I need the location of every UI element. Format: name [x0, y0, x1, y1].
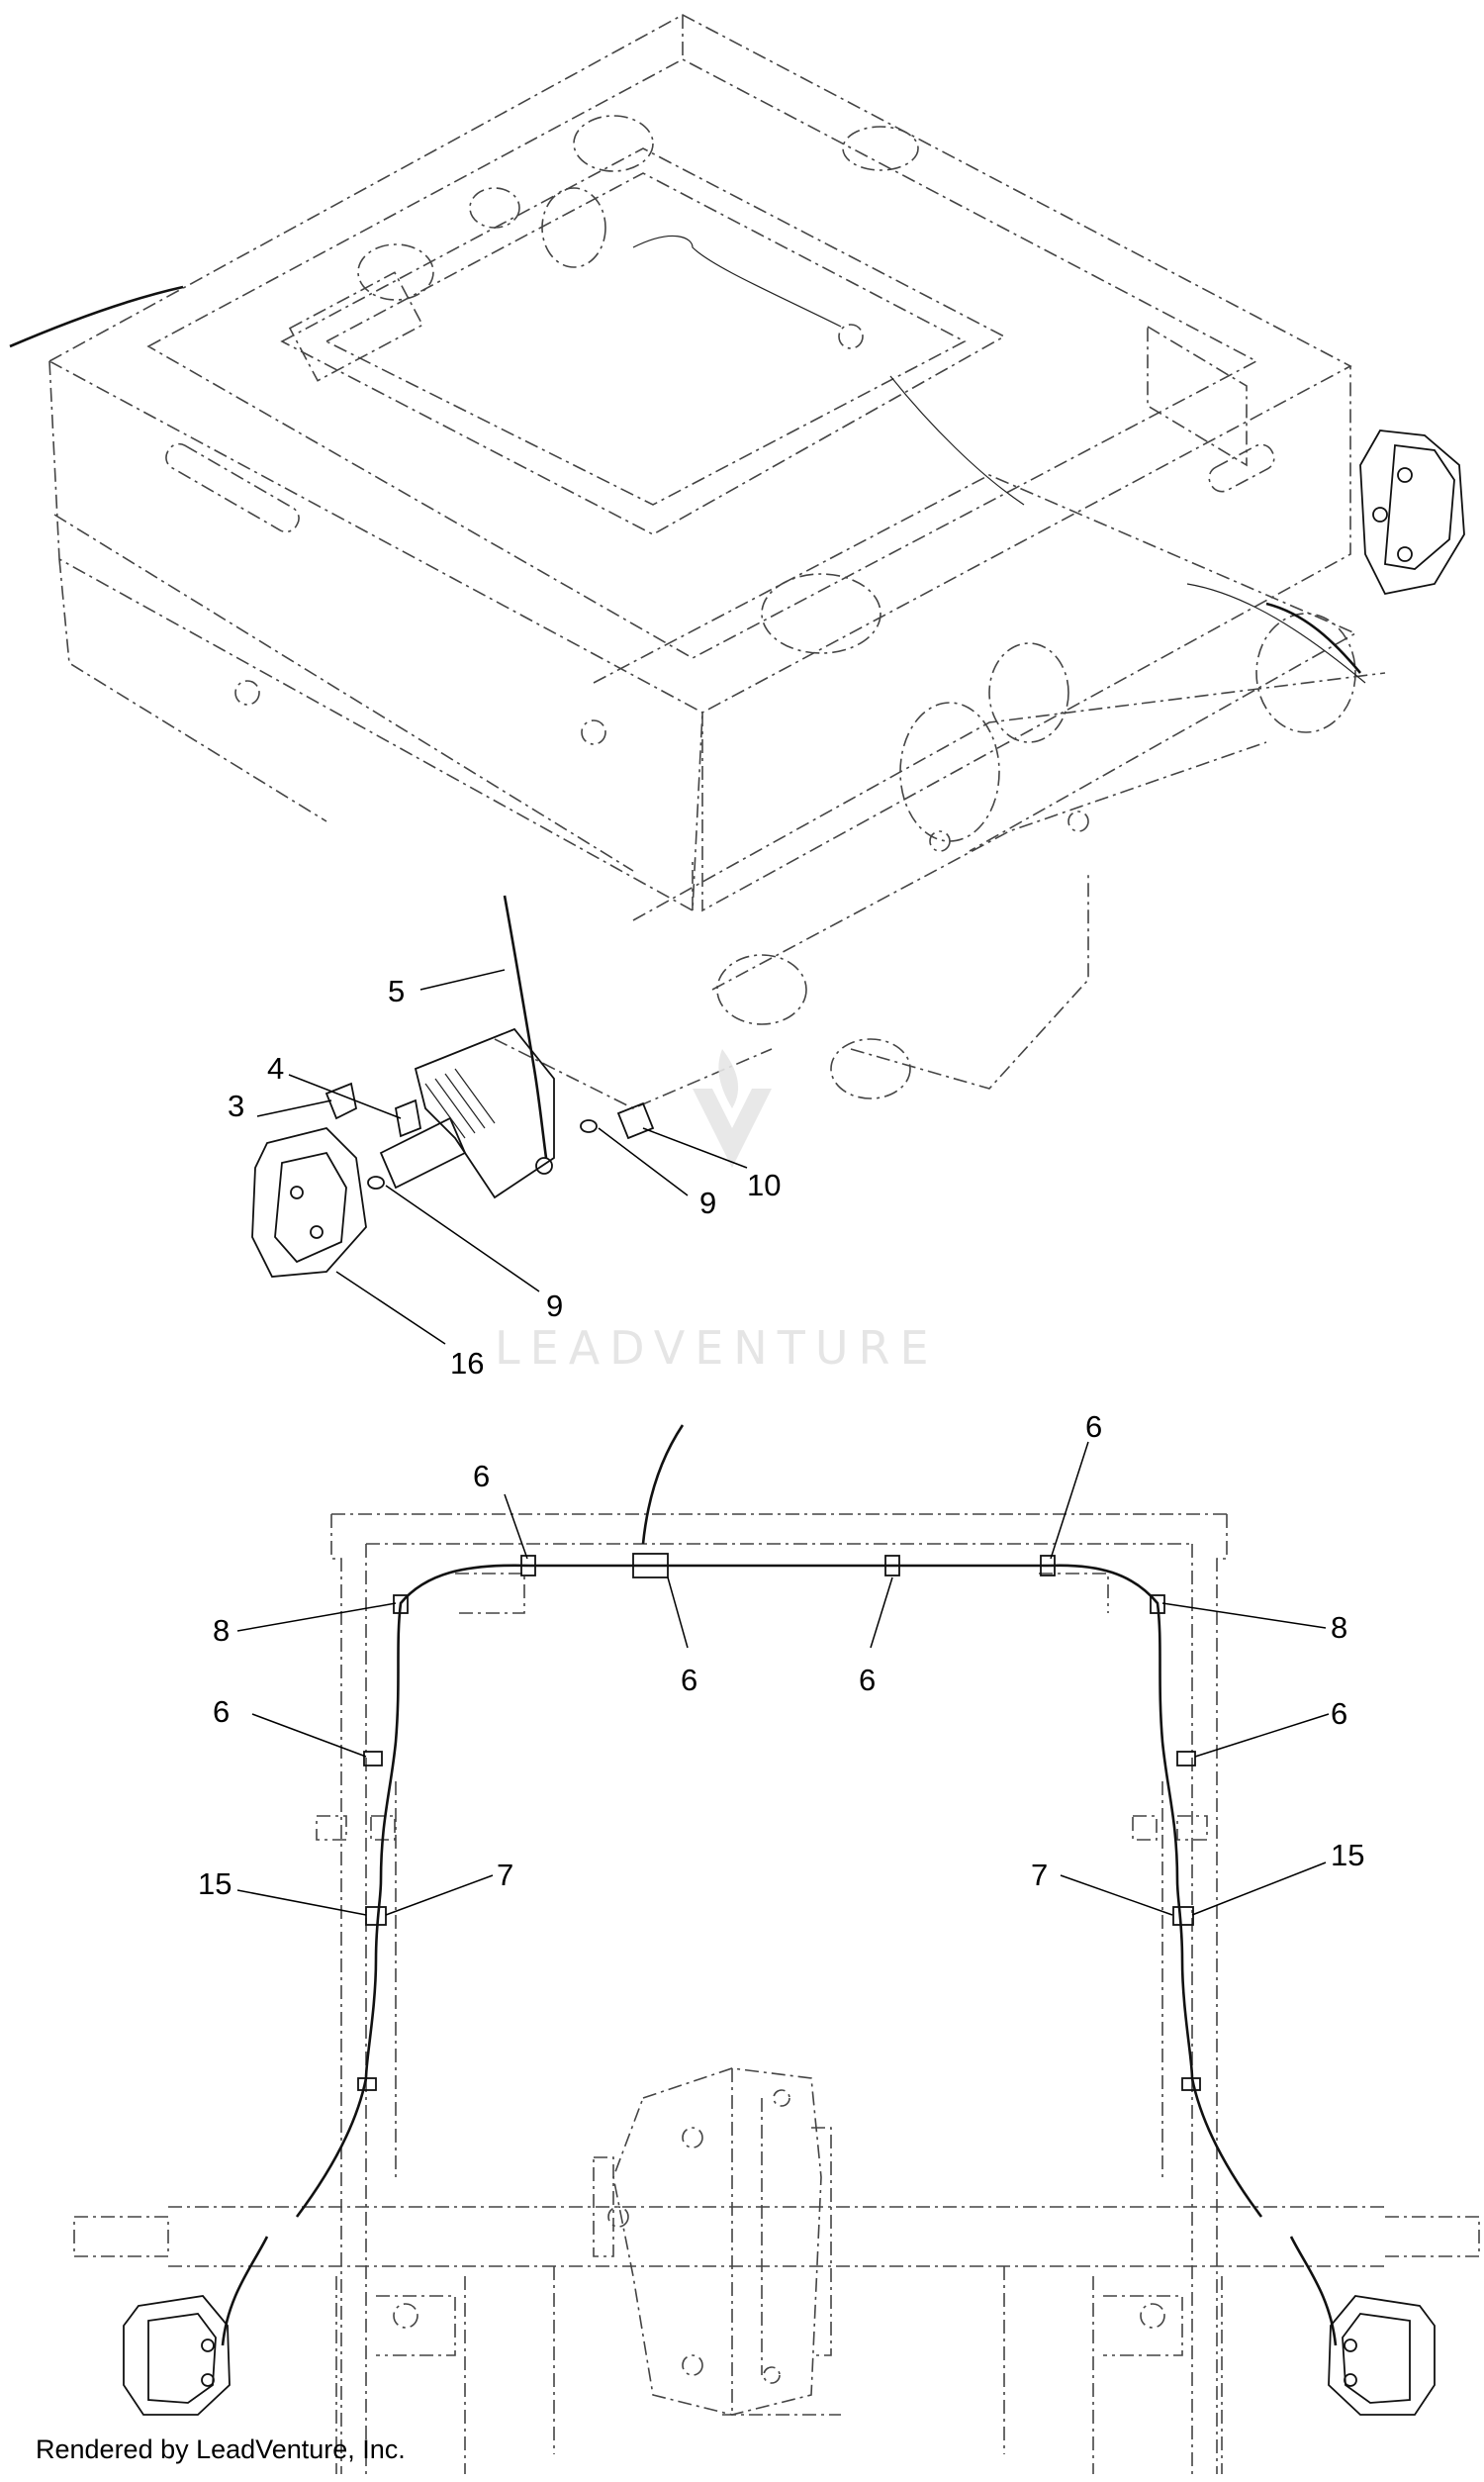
callout-4: 4 — [267, 1051, 402, 1119]
callout-6-tee: 6 — [667, 1576, 697, 1697]
callout-7-left: 7 — [385, 1858, 513, 1916]
svg-text:5: 5 — [388, 974, 405, 1008]
callout-7-right: 7 — [1031, 1858, 1173, 1916]
svg-text:9: 9 — [699, 1186, 716, 1220]
callout-15-left: 15 — [198, 1866, 367, 1916]
svg-text:8: 8 — [213, 1613, 230, 1648]
callout-9-lower: 9 — [385, 1185, 563, 1323]
leadventure-watermark: LEADVENTURE — [495, 1049, 939, 1375]
callout-6-center: 6 — [859, 1576, 893, 1697]
callout-6-top-right: 6 — [1050, 1409, 1102, 1560]
callout-15-right: 15 — [1191, 1838, 1364, 1916]
brake-caliper-left-bottom — [123, 2295, 231, 2416]
callout-8-right: 8 — [1161, 1602, 1347, 1645]
svg-text:10: 10 — [747, 1168, 781, 1202]
svg-text:16: 16 — [450, 1346, 484, 1381]
callout-6-right: 6 — [1194, 1696, 1347, 1758]
watermark-text: LEADVENTURE — [495, 1321, 939, 1375]
callout-5: 5 — [388, 969, 506, 1008]
callout-6-top-left: 6 — [473, 1459, 528, 1560]
brake-caliper-right-top — [1265, 430, 1465, 674]
callout-6-left: 6 — [213, 1694, 367, 1758]
frame-assembly-bottom — [73, 1513, 1480, 2474]
callout-3: 3 — [228, 1089, 332, 1123]
callouts-top: 5 4 3 10 9 9 16 — [228, 969, 781, 1381]
render-credit: Rendered by LeadVenture, Inc. — [36, 2434, 406, 2464]
exploded-parts — [251, 895, 655, 1278]
svg-text:7: 7 — [497, 1858, 513, 1892]
svg-text:8: 8 — [1331, 1610, 1347, 1645]
callout-10: 10 — [642, 1127, 781, 1202]
svg-text:7: 7 — [1031, 1858, 1048, 1892]
brake-caliper-right-bottom — [1328, 2295, 1436, 2416]
svg-text:6: 6 — [213, 1694, 230, 1729]
svg-text:15: 15 — [1331, 1838, 1364, 1872]
svg-text:6: 6 — [473, 1459, 490, 1493]
svg-text:9: 9 — [546, 1289, 563, 1323]
svg-text:4: 4 — [267, 1051, 284, 1086]
callout-16: 16 — [335, 1271, 484, 1381]
svg-text:3: 3 — [228, 1089, 244, 1123]
frame-assembly-top — [9, 14, 1386, 1109]
callout-9-upper: 9 — [598, 1127, 716, 1220]
svg-text:6: 6 — [1331, 1696, 1347, 1731]
svg-text:6: 6 — [1085, 1409, 1102, 1444]
svg-text:6: 6 — [681, 1663, 697, 1697]
callout-8-left: 8 — [213, 1602, 397, 1648]
callouts-bottom: 6 6 6 6 6 6 8 8 — [198, 1409, 1364, 1916]
svg-text:6: 6 — [859, 1663, 876, 1697]
svg-text:15: 15 — [198, 1866, 232, 1901]
